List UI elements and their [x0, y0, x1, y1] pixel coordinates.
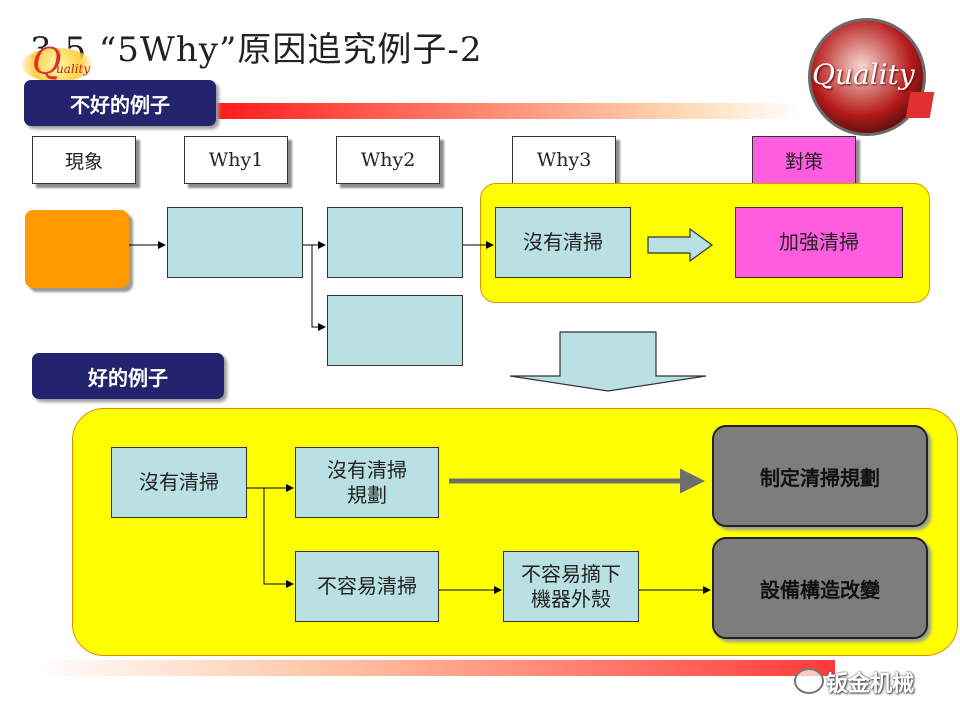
good-branch2-box: 不容易清掃 — [295, 551, 439, 622]
wechat-watermark: 钣金机械 — [794, 662, 944, 702]
header-why2: Why2 — [336, 136, 440, 184]
page-title: 3.5 “5Why”原因追究例子-2 — [30, 30, 483, 70]
result-redesign-box: 設備構造改變 — [712, 537, 928, 639]
why3-box: 沒有清掃 — [495, 207, 631, 278]
why1-box — [167, 207, 303, 278]
quality-logo-small: Q uality — [14, 40, 104, 88]
wechat-icon — [794, 668, 824, 694]
header-why3: Why3 — [512, 136, 616, 184]
bad-example-label: 不好的例子 — [24, 80, 216, 126]
bottom-gradient-bar — [35, 660, 835, 676]
good-branch1-box: 沒有清掃 規劃 — [295, 447, 439, 518]
why2-box-a — [327, 207, 463, 278]
good-root-box: 沒有清掃 — [111, 447, 247, 518]
good-example-label: 好的例子 — [32, 353, 224, 399]
header-phenomenon: 現象 — [32, 136, 136, 184]
watermark-text: 钣金机械 — [826, 672, 915, 697]
countermeasure-box: 加強清掃 — [735, 207, 903, 278]
header-why1: Why1 — [184, 136, 288, 184]
why2-box-b — [327, 295, 463, 366]
result-plan-box: 制定清掃規劃 — [712, 425, 928, 527]
phenomenon-box — [25, 210, 129, 288]
quality-badge-logo: Quality — [808, 18, 936, 136]
good-branch2-sub-box: 不容易摘下 機器外殼 — [503, 551, 639, 622]
top-gradient-bar — [215, 103, 800, 119]
